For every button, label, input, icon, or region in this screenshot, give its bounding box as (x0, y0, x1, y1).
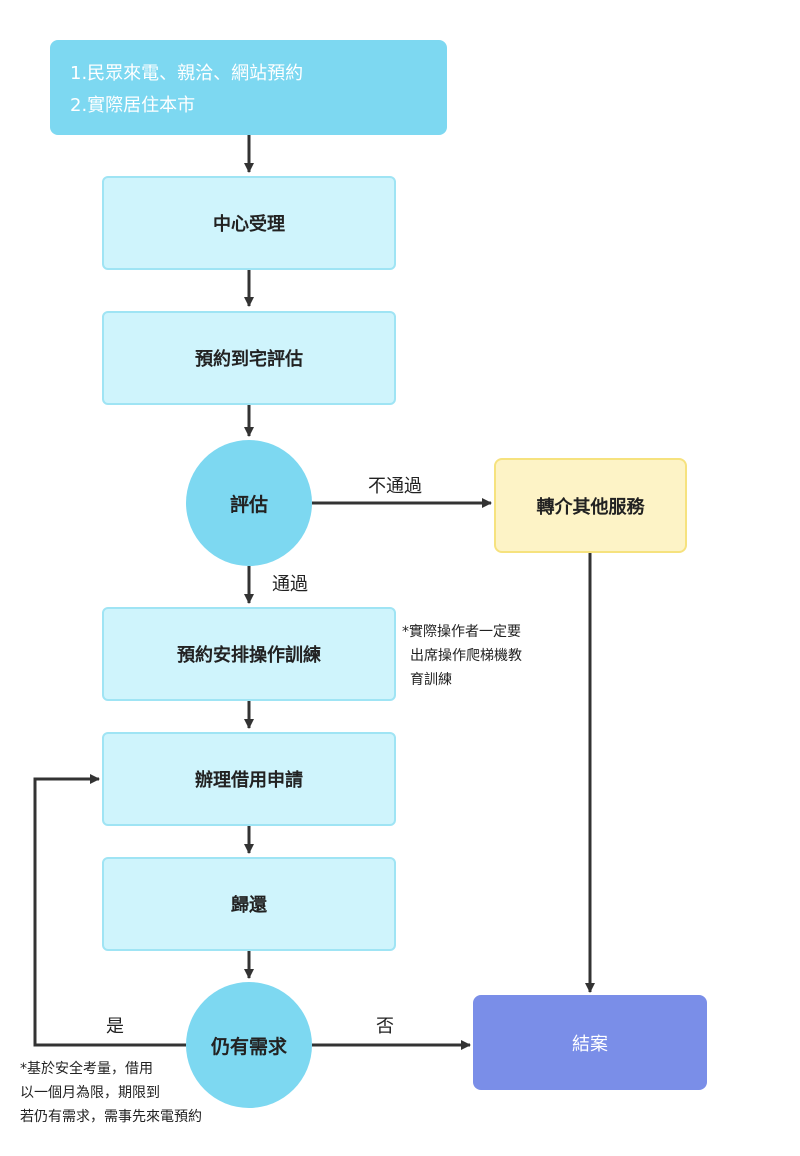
label-pass: 通過 (272, 574, 308, 595)
note-borrow-line-1: *基於安全考量，借用 (20, 1061, 153, 1077)
step-training: 預約安排操作訓練 (102, 607, 396, 701)
start-box: 1.民眾來電、親洽、網站預約 2.實際居住本市 (50, 40, 447, 135)
label-no: 否 (376, 1016, 394, 1037)
decision-evaluate: 評估 (186, 440, 312, 566)
note-training-line-3: 育訓練 (410, 672, 452, 688)
step-accept: 中心受理 (102, 176, 396, 270)
label-yes: 是 (106, 1016, 124, 1037)
step-home-visit: 預約到宅評估 (102, 311, 396, 405)
start-line-1: 1.民眾來電、親洽、網站預約 (70, 63, 304, 84)
arrow-loop-back-to-apply (33, 774, 186, 1047)
note-training-line-1: *實際操作者一定要 (402, 624, 521, 640)
label-fail: 不通過 (368, 476, 422, 497)
note-borrow-line-3: 若仍有需求，需事先來電預約 (20, 1109, 202, 1125)
step-apply: 辦理借用申請 (102, 732, 396, 826)
note-borrow: *基於安全考量，借用 以一個月為限，期限到 若仍有需求，需事先來電預約 (20, 1057, 202, 1129)
step-refer: 轉介其他服務 (494, 458, 687, 553)
start-line-2: 2.實際居住本市 (70, 95, 196, 116)
note-borrow-line-2: 以一個月為限，期限到 (20, 1085, 160, 1101)
decision-still-need: 仍有需求 (186, 982, 312, 1108)
note-training: *實際操作者一定要 出席操作爬梯機教 育訓練 (402, 620, 522, 692)
step-end: 結案 (473, 995, 707, 1090)
step-return: 歸還 (102, 857, 396, 951)
note-training-line-2: 出席操作爬梯機教 (410, 648, 522, 664)
